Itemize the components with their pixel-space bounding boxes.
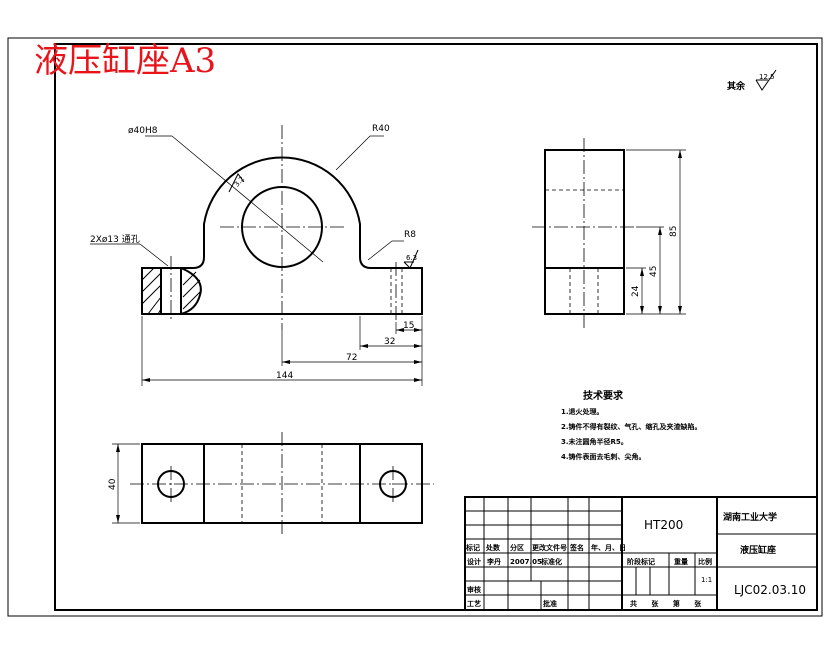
front-view: ø40H8 3.2 R40 R8 2Xø13 通孔 6.3 (90, 124, 423, 386)
front-outline (141, 156, 423, 315)
svg-text:技术要求: 技术要求 (583, 389, 624, 402)
svg-text:ø40H8: ø40H8 (128, 126, 158, 136)
top-view: 40 (108, 432, 434, 535)
svg-text:工艺: 工艺 (467, 599, 481, 608)
svg-text:更改文件号: 更改文件号 (532, 543, 567, 552)
svg-text:85: 85 (669, 226, 679, 237)
svg-text:重量: 重量 (674, 557, 688, 566)
svg-text:15: 15 (403, 321, 414, 331)
svg-text:共 张 第 张: 共 张 第 张 (630, 599, 707, 608)
svg-text:设计: 设计 (467, 557, 481, 566)
svg-text:HT200: HT200 (644, 518, 683, 532)
svg-text:处数: 处数 (485, 543, 501, 552)
svg-text:标记: 标记 (465, 543, 480, 552)
svg-text:LJC02.03.10: LJC02.03.10 (734, 583, 806, 597)
title-block: 标记 处数 分区 更改文件号 签名 年、月、日 设计 李丹 2007.05 标准… (464, 496, 818, 611)
svg-text:144: 144 (276, 371, 293, 381)
svg-text:R8: R8 (404, 230, 416, 240)
svg-text:分区: 分区 (510, 543, 524, 552)
svg-text:液压缸座: 液压缸座 (740, 544, 776, 556)
inner-frame (54, 43, 818, 611)
outer-frame (7, 37, 823, 617)
svg-text:2Xø13 通孔: 2Xø13 通孔 (90, 234, 140, 245)
svg-text:2.铸件不得有裂纹、气孔、缩孔及夹渣缺陷。: 2.铸件不得有裂纹、气孔、缩孔及夹渣缺陷。 (561, 422, 702, 431)
svg-text:批准: 批准 (543, 599, 557, 608)
technical-requirements: 技术要求 1.退火处理。 2.铸件不得有裂纹、气孔、缩孔及夹渣缺陷。 3.未注圆… (561, 389, 702, 461)
svg-text:72: 72 (346, 353, 357, 363)
svg-text:40: 40 (108, 478, 118, 490)
surface-roughness-note: 其余 12.5 (727, 69, 777, 92)
left-foot-section (141, 267, 162, 315)
svg-text:签名: 签名 (569, 543, 584, 552)
svg-text:湖南工业大学: 湖南工业大学 (723, 511, 777, 523)
svg-text:2007.05: 2007.05 (510, 558, 542, 566)
svg-text:1.退火处理。: 1.退火处理。 (561, 407, 604, 416)
svg-text:标准化: 标准化 (540, 557, 562, 566)
svg-text:4.铸件表面去毛刺、尖角。: 4.铸件表面去毛刺、尖角。 (561, 452, 646, 461)
watermark-title: 液压缸座A3 (34, 41, 216, 81)
svg-text:32: 32 (384, 337, 395, 347)
svg-text:阶段标记: 阶段标记 (627, 557, 655, 566)
svg-text:12.5: 12.5 (759, 73, 775, 81)
svg-text:年、月、日: 年、月、日 (591, 543, 626, 552)
svg-text:审核: 审核 (467, 585, 481, 594)
svg-text:R40: R40 (372, 124, 390, 134)
svg-text:1:1: 1:1 (701, 576, 712, 584)
svg-text:李丹: 李丹 (486, 557, 501, 566)
svg-text:45: 45 (649, 266, 659, 277)
svg-text:24: 24 (631, 285, 641, 297)
side-view: 85 45 24 (532, 138, 686, 328)
svg-text:其余: 其余 (727, 80, 746, 92)
svg-text:6.3: 6.3 (406, 254, 417, 262)
svg-text:比例: 比例 (698, 557, 712, 566)
svg-text:3.未注圆角半径R5。: 3.未注圆角半径R5。 (561, 437, 628, 446)
